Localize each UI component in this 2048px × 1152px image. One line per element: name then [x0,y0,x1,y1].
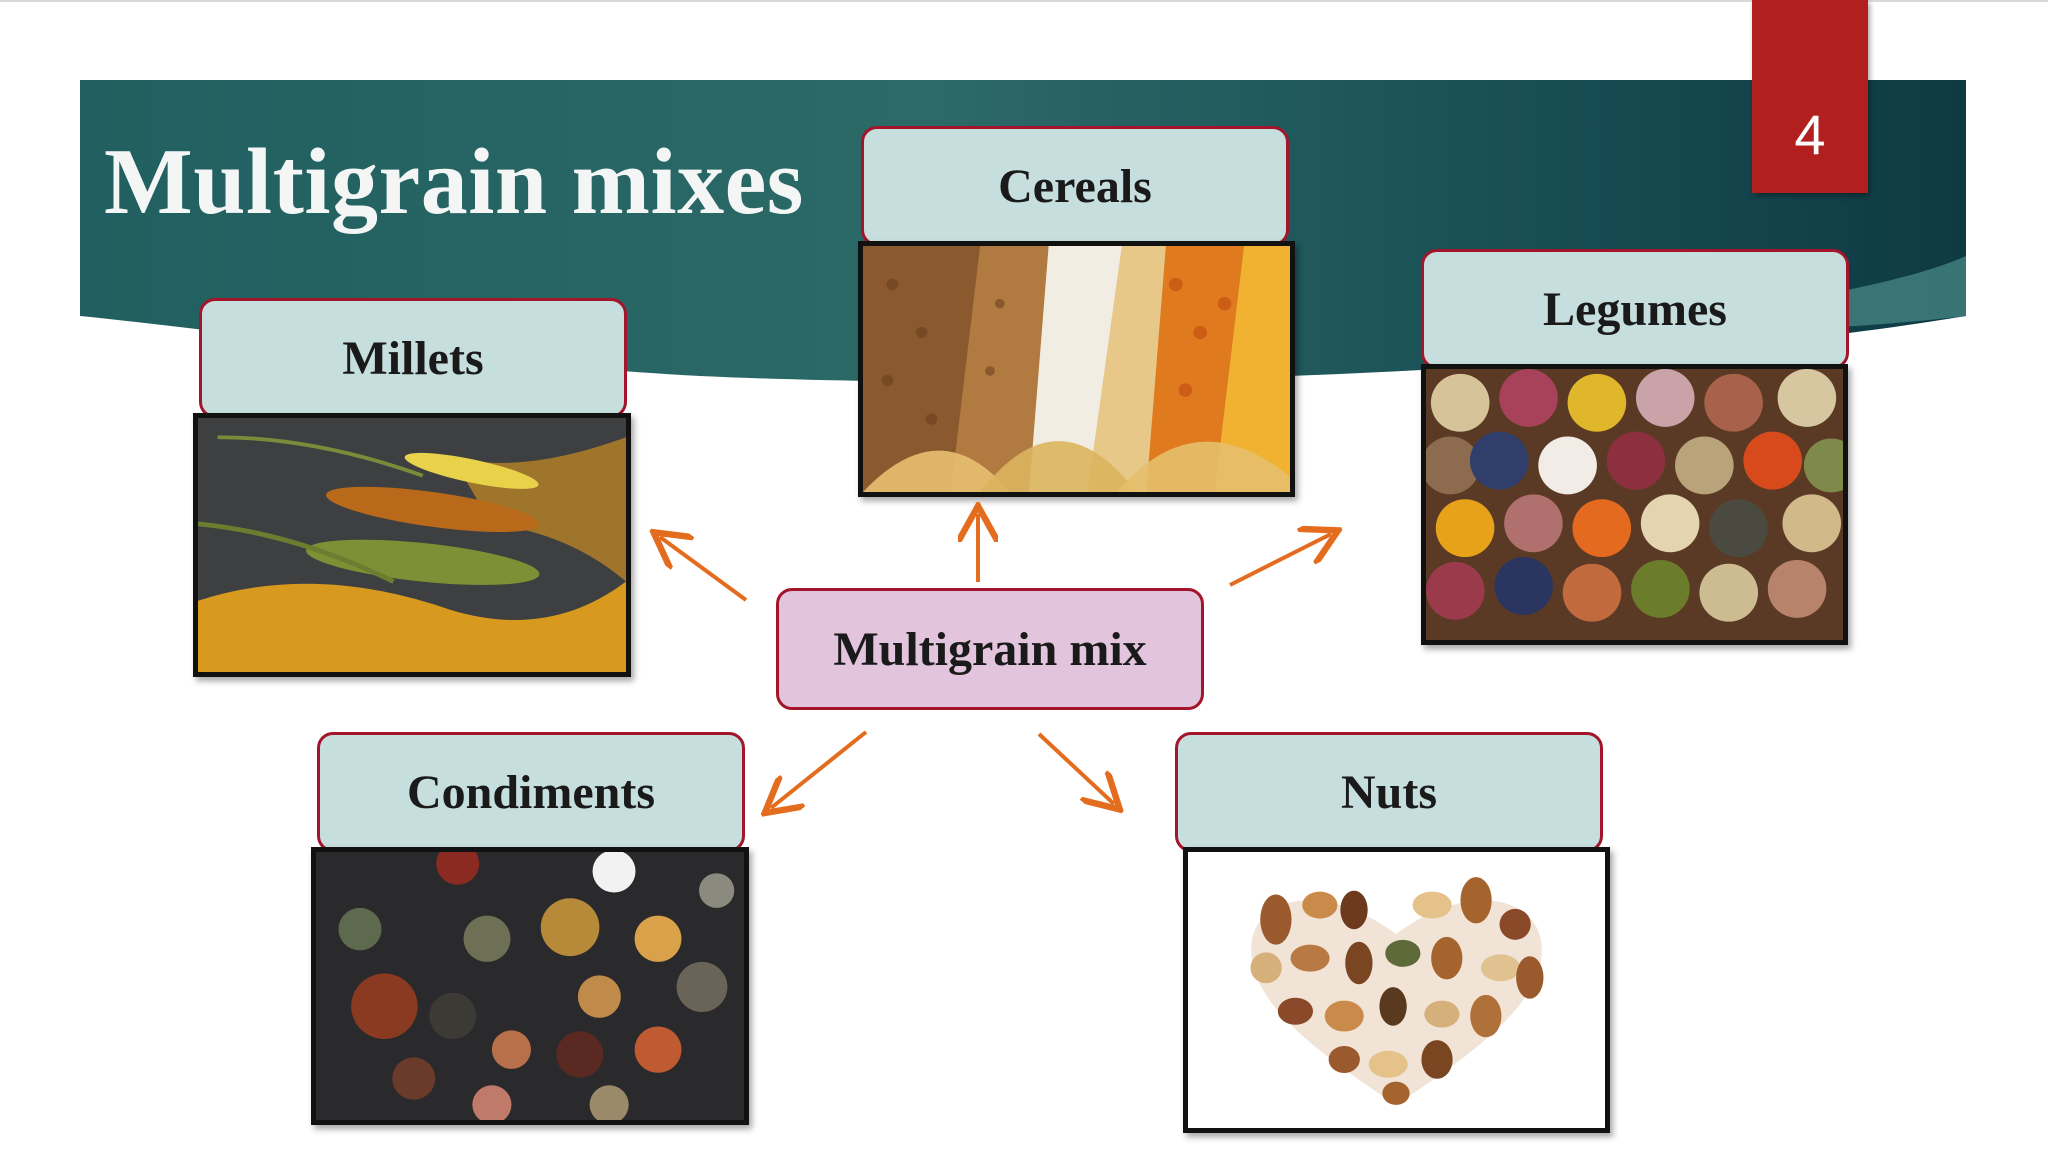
multigrain-mix-node: Multigrain mix [776,588,1204,710]
page-number-tab: 4 [1752,0,1868,193]
nuts-heart-photo-icon [1188,852,1605,1128]
multigrain-mix-text: Multigrain mix [833,622,1147,676]
grains-photo-icon [863,246,1290,492]
legumes-label: Legumes [1421,249,1849,369]
slide-title: Multigrain mixes [104,130,804,234]
cereals-photo [858,241,1295,497]
condiments-photo [311,847,749,1125]
nuts-label: Nuts [1175,732,1603,852]
cereals-label-text: Cereals [998,159,1152,213]
spice-bowls-photo-icon [316,852,744,1120]
page-number: 4 [1794,103,1826,166]
millets-photo [193,413,631,677]
cereals-label: Cereals [861,126,1289,246]
nuts-label-text: Nuts [1340,765,1438,819]
millets-label: Millets [199,298,627,418]
legumes-bowls-photo-icon [1426,369,1843,640]
millets-label-text: Millets [342,331,484,385]
legumes-label-text: Legumes [1543,282,1727,336]
condiments-label: Condiments [317,732,745,852]
nuts-photo [1183,847,1610,1133]
legumes-photo [1421,364,1848,645]
condiments-label-text: Condiments [406,765,656,819]
millet-photo-icon [198,418,626,672]
